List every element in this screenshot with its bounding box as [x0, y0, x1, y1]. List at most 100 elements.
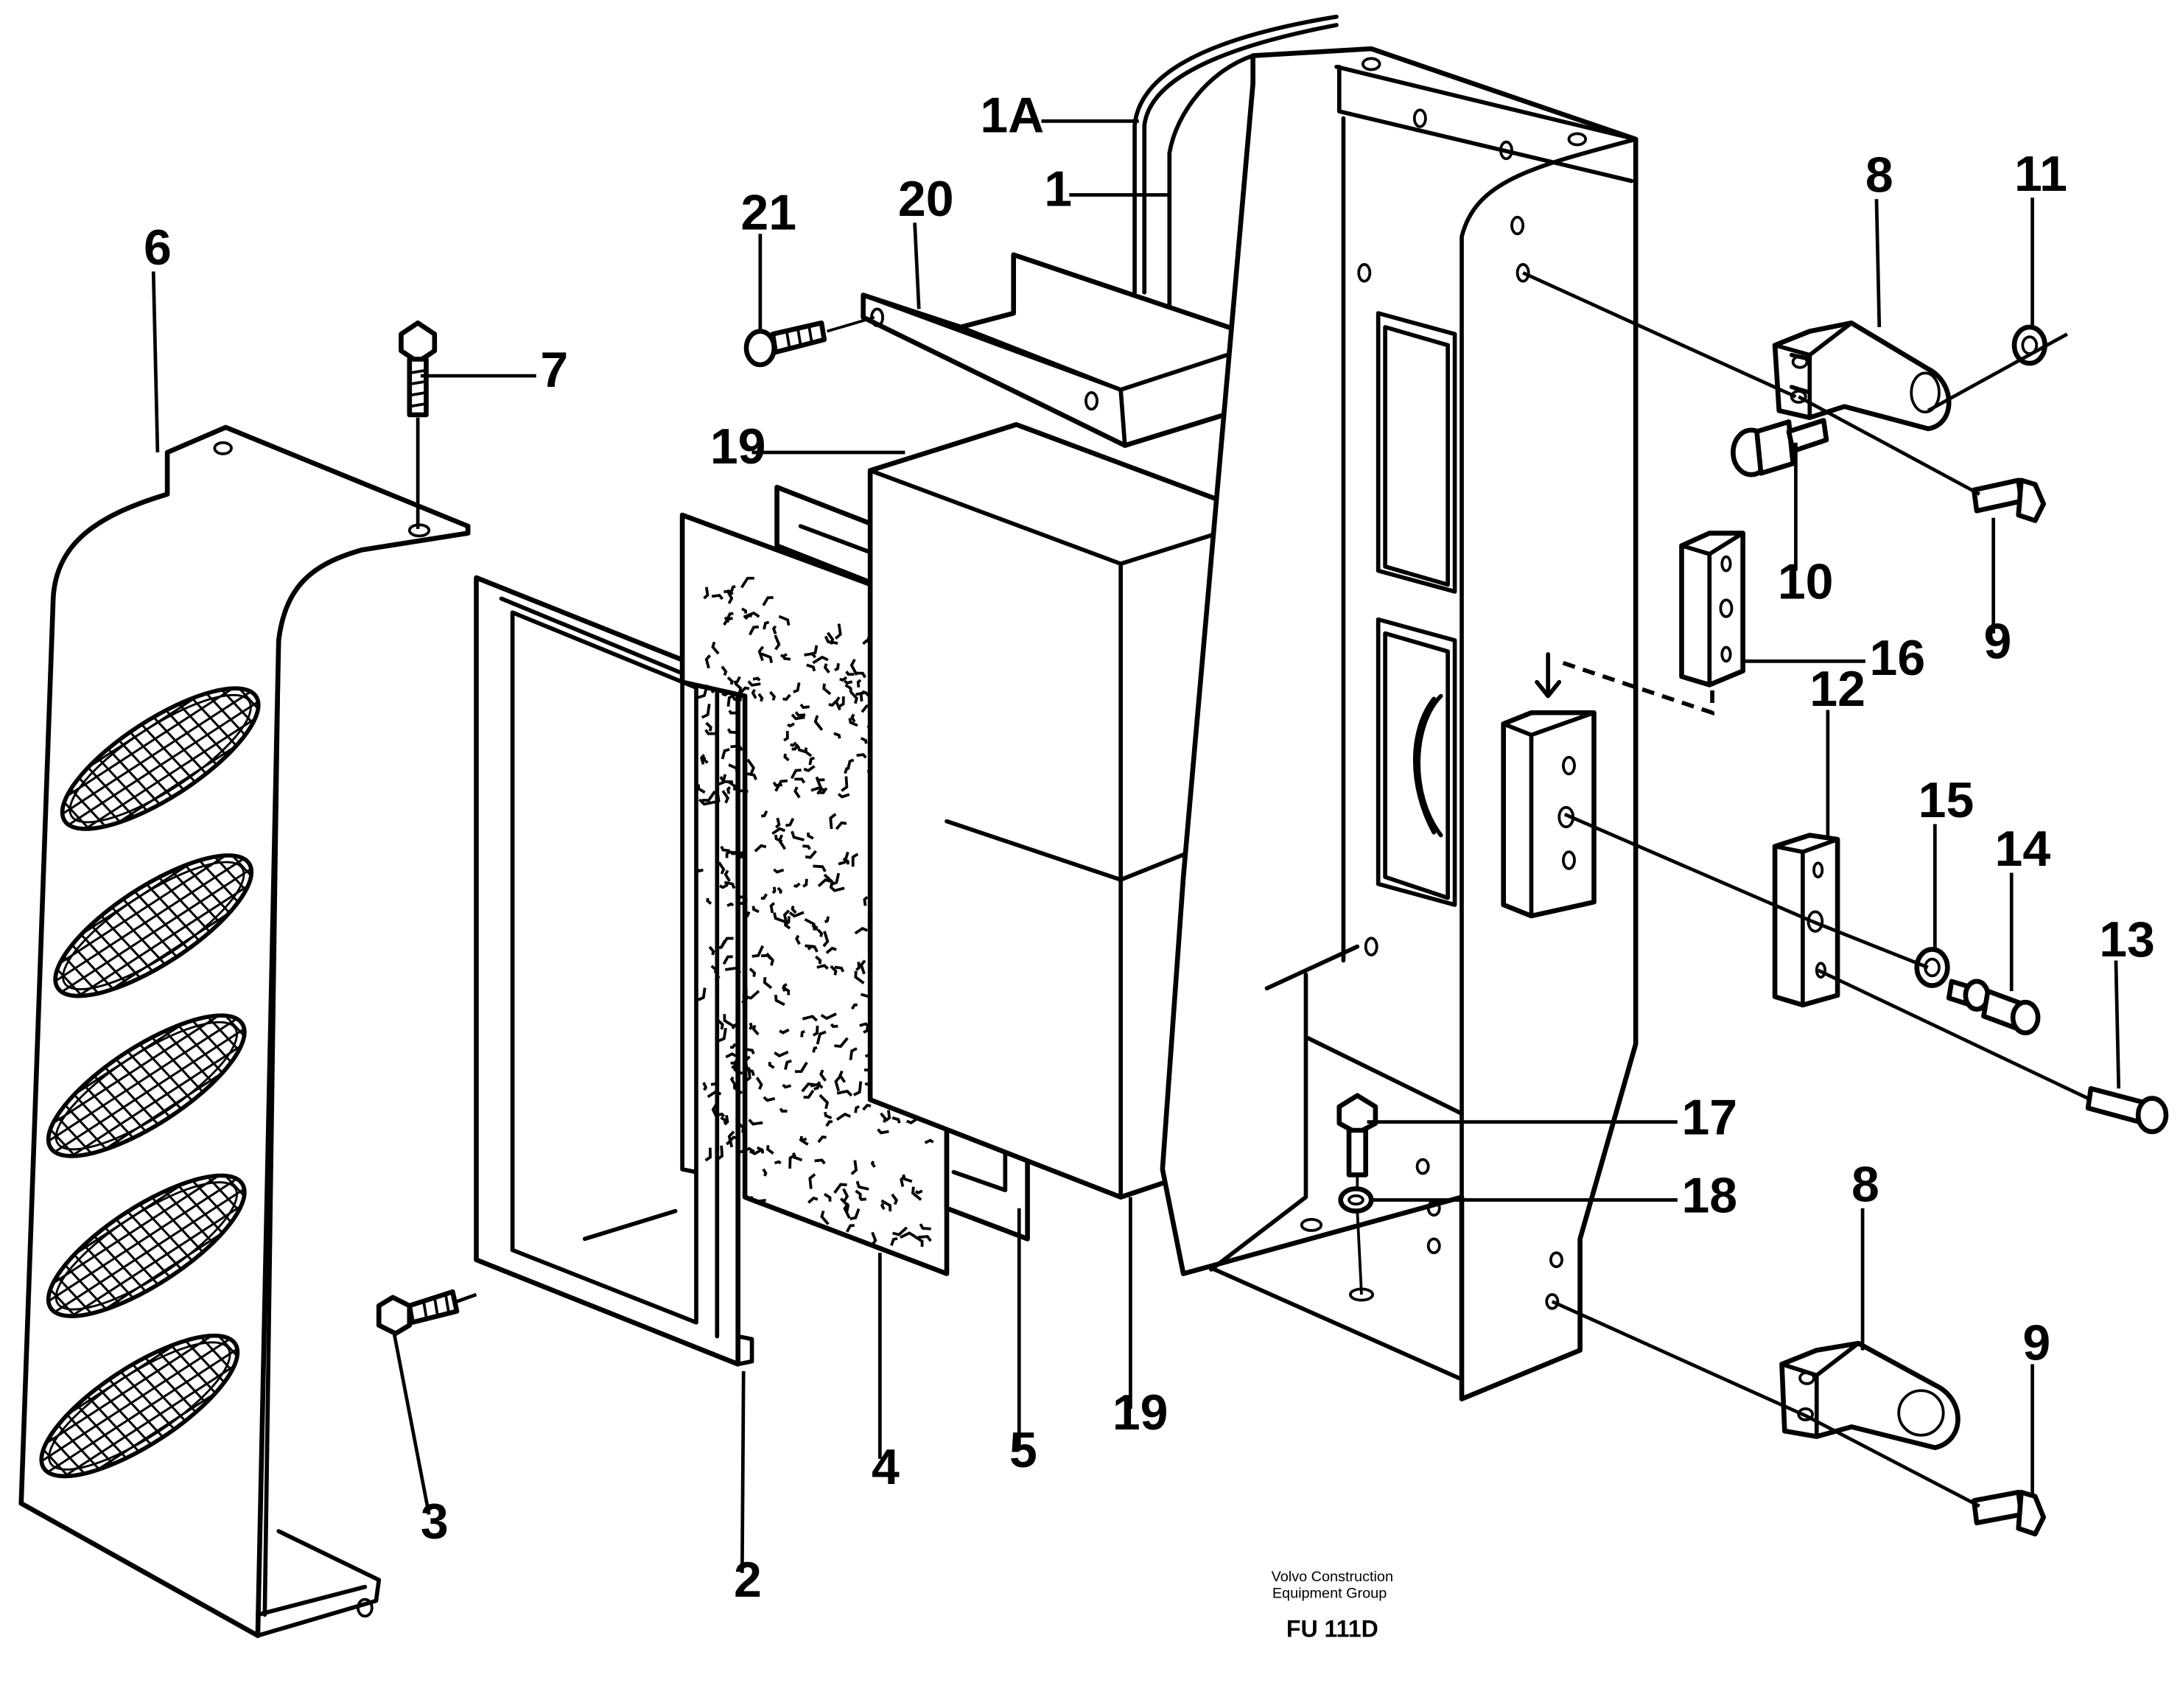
filter-fiber	[796, 746, 806, 754]
filter-fiber	[792, 1152, 803, 1162]
callout-6: 6	[144, 220, 172, 276]
filter-fiber	[710, 687, 718, 694]
filter-fiber	[720, 1116, 726, 1123]
callout-3: 3	[421, 1494, 449, 1550]
filter-fiber	[880, 1199, 892, 1212]
filter-fiber	[817, 878, 831, 888]
filter-fiber	[844, 684, 852, 693]
filter-fiber	[697, 784, 706, 794]
filter-fiber	[794, 1061, 808, 1074]
part-13-screw	[2085, 1086, 2169, 1135]
part-8-bottom-bracket	[1779, 1340, 1961, 1451]
filter-fiber	[771, 625, 777, 634]
filter-fiber	[763, 976, 773, 990]
filter-fiber	[791, 713, 805, 721]
filter-fiber	[698, 798, 715, 806]
filter-fiber	[855, 1189, 862, 1198]
filter-fiber	[794, 711, 806, 717]
filter-fiber	[745, 1048, 755, 1055]
filter-fiber	[804, 747, 813, 757]
filter-fiber	[900, 1175, 905, 1187]
filter-fiber	[723, 869, 731, 882]
filter-fiber	[919, 1223, 931, 1231]
filter-fiber	[774, 994, 785, 1007]
filter-fiber	[782, 983, 788, 992]
filter-fiber	[838, 1070, 847, 1083]
filter-fiber	[696, 868, 704, 873]
filter-fiber	[830, 1023, 838, 1029]
filter-fiber	[813, 864, 827, 872]
filter-fiber	[833, 732, 841, 739]
filter-fiber	[812, 655, 829, 665]
filter-fiber	[725, 966, 742, 974]
filter-fiber	[816, 778, 823, 795]
filter-fiber	[729, 1076, 735, 1084]
filter-fiber	[710, 965, 718, 973]
filter-fiber	[741, 607, 748, 614]
part-15-washer	[1914, 947, 1950, 988]
filter-fiber	[723, 881, 736, 889]
filter-fiber	[720, 845, 730, 853]
filter-fiber	[822, 931, 830, 948]
filter-fiber	[830, 965, 838, 976]
callout-19-top: 19	[710, 419, 766, 475]
caption-line-1: Volvo Construction	[1272, 1569, 1393, 1585]
filter-fiber	[847, 758, 855, 769]
filter-fiber	[766, 1145, 774, 1155]
filter-fiber	[727, 1130, 735, 1148]
filter-fiber	[824, 1111, 833, 1120]
filter-fiber	[924, 1138, 934, 1144]
filter-fiber	[704, 1147, 712, 1162]
filter-fiber	[794, 777, 806, 784]
filter-fiber	[716, 1145, 724, 1161]
filter-fiber	[729, 850, 737, 856]
filter-fiber	[834, 965, 845, 973]
filter-fiber	[791, 830, 805, 841]
filter-fiber	[728, 710, 737, 715]
filter-fiber	[892, 1226, 908, 1236]
callout-18: 18	[1682, 1167, 1738, 1223]
filter-fiber	[801, 1082, 815, 1093]
filter-fiber	[825, 946, 837, 954]
filter-fiber	[863, 1023, 869, 1034]
filter-fiber	[762, 595, 774, 606]
filter-fiber	[751, 945, 764, 958]
filter-fiber	[779, 1028, 790, 1035]
filter-fiber	[751, 1024, 760, 1036]
filter-fiber	[839, 1197, 850, 1212]
filter-fiber	[813, 715, 824, 731]
filter-fiber	[812, 1026, 819, 1037]
filter-fiber	[726, 694, 735, 707]
filter-fiber	[913, 1235, 924, 1247]
filter-fiber	[855, 962, 861, 971]
filter-fiber	[854, 926, 869, 935]
filter-fiber	[880, 1112, 887, 1123]
filter-fiber	[816, 928, 824, 937]
filter-fiber	[701, 790, 716, 802]
filter-fiber	[825, 1120, 833, 1127]
filter-fiber	[819, 1069, 827, 1082]
filter-fiber	[891, 1116, 901, 1124]
filter-fiber	[914, 1189, 923, 1194]
filter-fiber	[755, 1077, 763, 1091]
filter-fiber	[739, 851, 744, 859]
filter-fiber	[704, 729, 717, 735]
callout-leaders	[151, 119, 2121, 1573]
filter-fiber	[733, 676, 741, 684]
callout-8-bottom: 8	[1851, 1156, 1879, 1212]
callout-15: 15	[1919, 772, 1974, 828]
filter-fiber	[723, 616, 733, 621]
callout-9-bottom: 9	[2022, 1315, 2050, 1371]
filter-fiber	[782, 1083, 792, 1089]
filter-fiber	[848, 718, 858, 727]
filter-fiber	[757, 693, 764, 702]
filter-fiber	[760, 893, 768, 900]
filter-fiber	[845, 1224, 855, 1233]
part-2-frame	[474, 575, 754, 1367]
filter-fiber	[805, 850, 817, 859]
filter-fiber	[834, 623, 842, 640]
filter-fiber	[763, 620, 770, 630]
filter-fiber	[824, 916, 830, 923]
filter-fiber	[790, 741, 797, 747]
filter-fiber	[849, 658, 858, 676]
